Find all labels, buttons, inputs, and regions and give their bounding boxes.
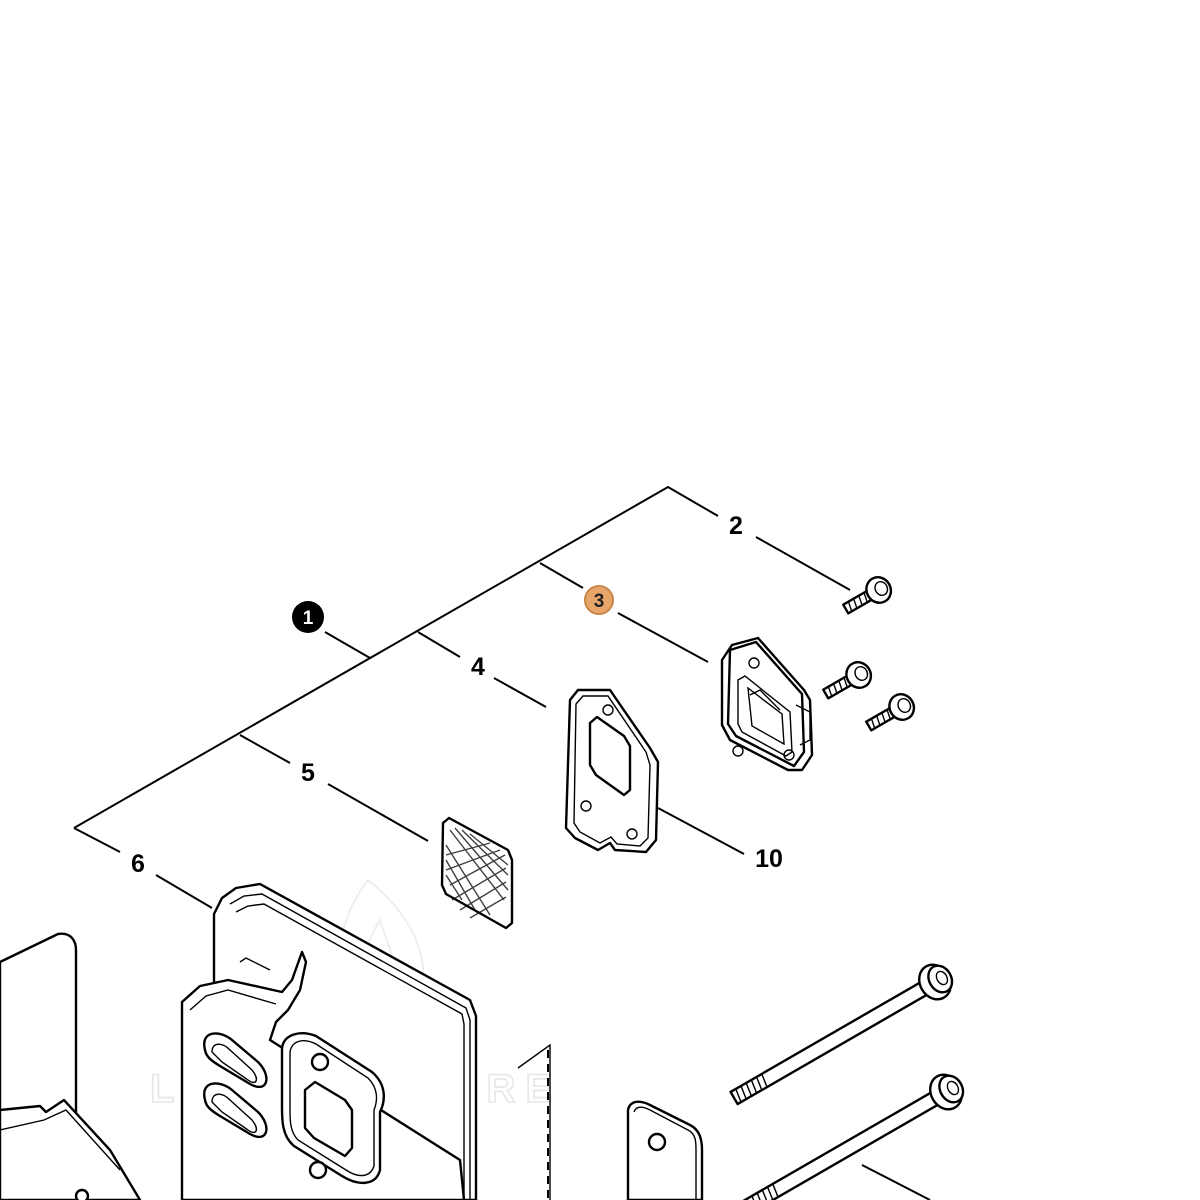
leader-lines	[73, 485, 851, 909]
callout-3-label: 3	[594, 591, 605, 612]
screw-part-b	[865, 693, 916, 732]
cover-plate-part-3	[720, 636, 814, 772]
callout-6-label: 6	[131, 850, 145, 878]
callout-4-label: 4	[471, 653, 485, 681]
housing-part-left	[0, 932, 142, 1200]
leader-line-bottom	[861, 1164, 931, 1200]
long-bolt-lower	[740, 1073, 965, 1200]
bracket-plate-part	[626, 1100, 704, 1200]
callout-5-label: 5	[301, 759, 315, 787]
muffler-part-6	[180, 882, 551, 1200]
callout-2-label: 2	[729, 512, 743, 540]
screen-part-5	[440, 816, 514, 930]
callout-1-badge	[292, 601, 324, 633]
gasket-part-4	[564, 688, 660, 854]
callout-1: 1	[292, 601, 324, 633]
callout-3: 3	[584, 585, 614, 615]
callout-3-badge	[584, 585, 614, 615]
screw-part-2	[842, 576, 893, 615]
long-bolt-upper	[729, 963, 954, 1106]
screw-part-a	[822, 661, 873, 700]
callout-10-label: 10	[755, 845, 783, 873]
callout-1-label: 1	[303, 608, 314, 629]
